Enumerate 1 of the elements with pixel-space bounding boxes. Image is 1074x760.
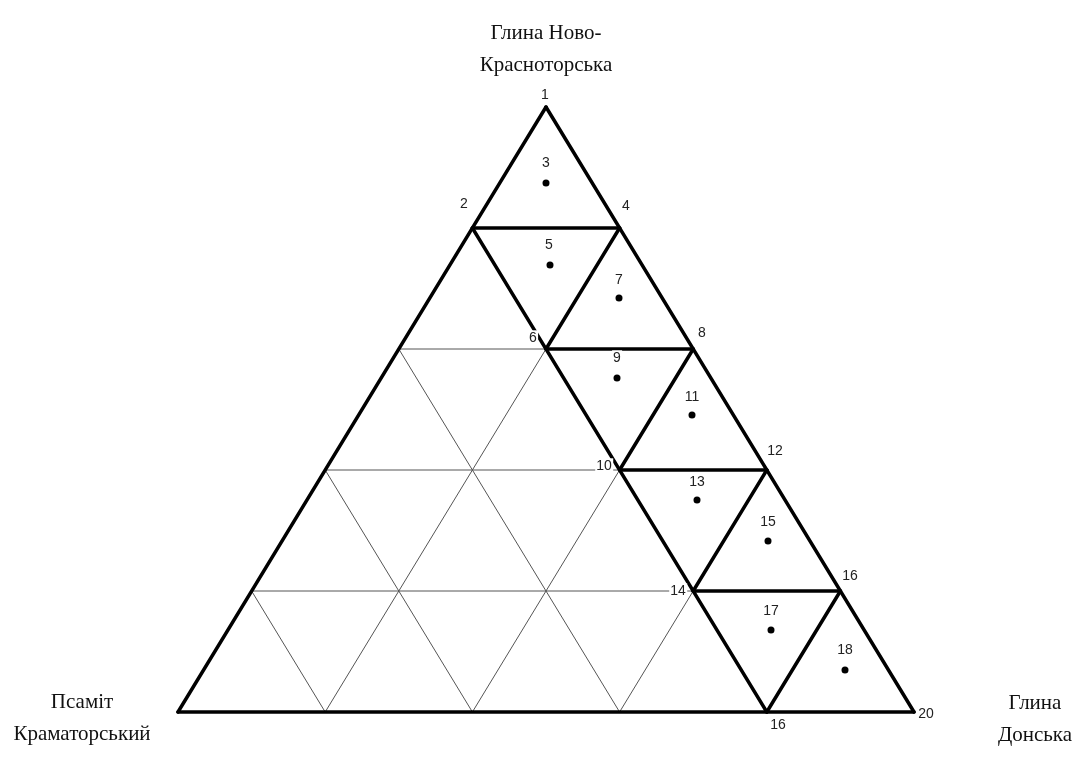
point-number: 10: [595, 458, 613, 474]
